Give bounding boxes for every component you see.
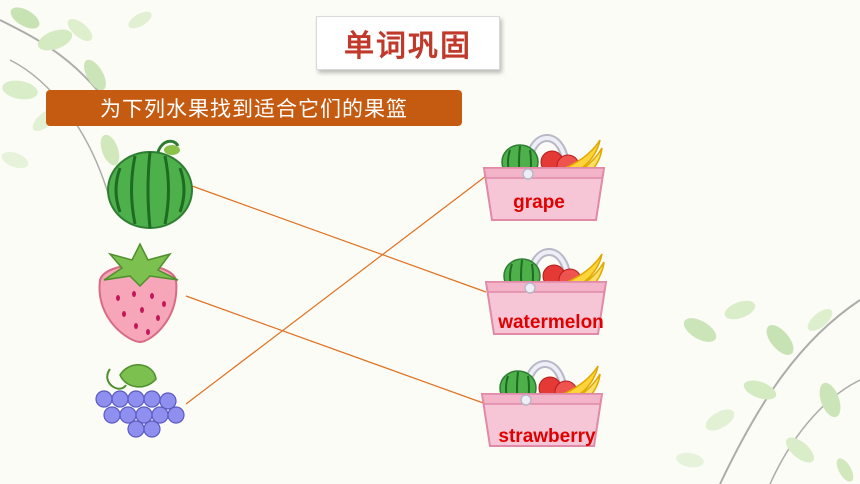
instruction-text: 为下列水果找到适合它们的果篮 — [100, 97, 408, 121]
fruit-basket-icon[interactable] — [482, 134, 606, 221]
leaves-decoration-bottom-right-icon — [676, 299, 860, 484]
strawberry-icon[interactable] — [98, 242, 179, 344]
fruit-basket-icon[interactable] — [480, 360, 604, 447]
basket-label-3: strawberry — [498, 426, 596, 447]
watermelon-icon[interactable] — [107, 139, 193, 229]
instruction-banner: 为下列水果找到适合它们的果篮 — [46, 90, 462, 126]
fruit-basket-icon[interactable] — [484, 248, 608, 335]
match-line-watermelon — [191, 185, 487, 293]
basket-label-2: watermelon — [498, 312, 604, 333]
leaves-decoration-top-left-icon — [0, 7, 152, 201]
match-line-grape — [185, 175, 487, 405]
match-line-strawberry — [185, 295, 487, 405]
grape-icon[interactable] — [95, 364, 185, 438]
match-lines — [185, 175, 487, 405]
page-title-text: 单词巩固 — [344, 29, 472, 64]
page-title: 单词巩固 — [316, 16, 500, 70]
basket-label-1: grape — [513, 192, 565, 213]
